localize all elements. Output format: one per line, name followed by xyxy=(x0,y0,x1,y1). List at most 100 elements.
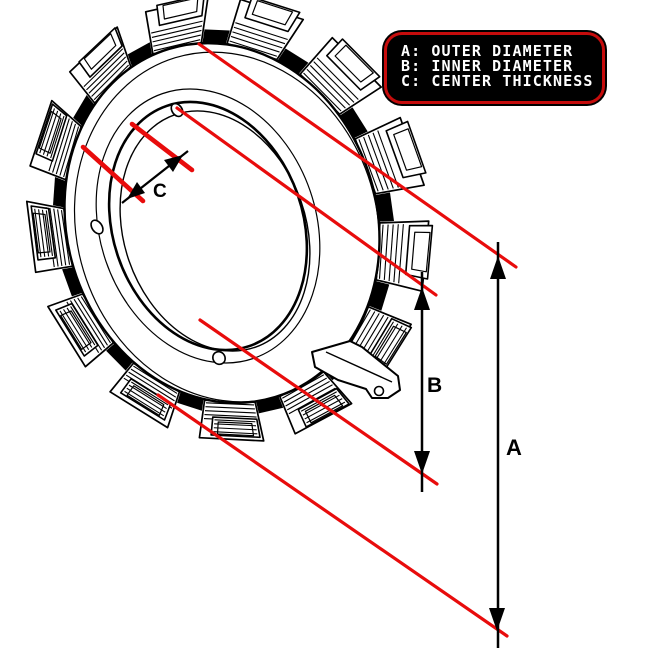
stator-line-art xyxy=(306,68,346,109)
dim-c-label: C xyxy=(153,181,167,202)
stator-line-art xyxy=(367,134,389,190)
stator-line-art xyxy=(38,110,62,154)
stator-line-art xyxy=(235,22,288,41)
stator-line-art xyxy=(251,0,294,26)
dim-a-arrowhead-up xyxy=(490,256,506,279)
dim-a-label: A xyxy=(506,435,522,460)
stator-line-art xyxy=(39,108,55,154)
stator-line-art xyxy=(78,27,123,78)
stator-line-art xyxy=(214,423,257,427)
stator-line-art xyxy=(131,381,169,406)
dim-c-arrowhead-left xyxy=(127,182,145,199)
stator-line-art xyxy=(73,298,106,349)
dimension-labels: A B C xyxy=(153,181,522,460)
stator-line-art xyxy=(378,224,384,279)
stator-line-art xyxy=(162,0,199,20)
dim-a-arrowhead-down xyxy=(489,608,505,631)
stator-line-art xyxy=(53,177,67,208)
dim-b-arrowhead-down xyxy=(414,451,430,474)
stator-line-art xyxy=(128,371,175,402)
stator-line-art xyxy=(393,224,399,283)
stator-line-art xyxy=(304,394,344,424)
stator-line-art xyxy=(288,387,336,415)
stator-line-art xyxy=(316,57,359,100)
inner-diameter-line-top xyxy=(175,106,438,297)
stator-line-art xyxy=(59,123,76,176)
stator-line-art xyxy=(204,414,257,418)
stator-line-art xyxy=(233,26,286,45)
stator-line-art xyxy=(378,325,403,365)
stator-line-art xyxy=(55,121,73,175)
stator-line-art xyxy=(213,427,257,431)
stator-line-art xyxy=(393,128,423,171)
stator-line-art xyxy=(126,385,165,416)
stator-line-art xyxy=(42,110,59,155)
stator-line-art xyxy=(88,56,127,94)
thickness-ext-line-front xyxy=(129,121,195,173)
stator-line-art xyxy=(370,321,394,359)
stator-line-art xyxy=(34,208,42,258)
outer-diameter-line-top xyxy=(197,42,518,269)
stator-line-art xyxy=(339,107,368,139)
stator-line-art xyxy=(59,310,87,353)
stator-line-art xyxy=(46,113,62,157)
stator-line-art xyxy=(374,323,399,362)
stator-line-art xyxy=(377,130,399,188)
stator-line-art xyxy=(216,421,255,437)
dimension-arrows xyxy=(121,150,506,648)
stator-line-art xyxy=(53,208,63,266)
stator-line-art xyxy=(411,231,431,273)
legend-box: A: OUTER DIAMETER B: INNER DIAMETER C: C… xyxy=(384,32,605,104)
stator-line-art xyxy=(202,29,230,45)
dimension-extension-lines xyxy=(80,42,518,638)
stator-line-art xyxy=(70,306,96,346)
stator-line-art xyxy=(128,384,167,410)
stator-line-art xyxy=(383,224,389,280)
stator-illustration xyxy=(25,0,434,442)
stator-line-art xyxy=(90,219,104,235)
stator-line-art xyxy=(156,0,205,27)
stator-line-art xyxy=(63,309,90,351)
stator-line-art xyxy=(153,34,201,47)
stator-line-art xyxy=(277,48,309,75)
stator-line-art xyxy=(213,431,258,435)
stator-line-art xyxy=(304,398,343,420)
legend-line-inner-diameter: B: INNER DIAMETER xyxy=(401,57,574,76)
stator-line-art xyxy=(41,209,50,257)
stator-line-art xyxy=(205,406,255,410)
stator-line-art xyxy=(358,139,379,192)
stator-line-art xyxy=(363,136,384,191)
stator-line-art xyxy=(83,33,117,70)
stator-line-art xyxy=(80,296,111,344)
stator-line-art xyxy=(388,224,394,282)
stator-line-art xyxy=(50,115,65,159)
stator-line-art xyxy=(73,51,381,403)
stator-line-art xyxy=(373,385,385,397)
stator-line-art xyxy=(334,44,374,83)
stator-line-art xyxy=(313,61,355,103)
stator-line-art xyxy=(204,410,256,414)
stator-line-art xyxy=(212,350,226,366)
stator-line-art xyxy=(77,297,108,346)
stator-line-art xyxy=(214,419,256,423)
stator-line-art xyxy=(62,267,83,297)
stator-line-art xyxy=(45,210,54,257)
stator-line-art xyxy=(60,310,92,350)
stator-line-art xyxy=(86,52,125,91)
stator-line-art xyxy=(230,35,280,53)
stator-line-art xyxy=(283,377,328,403)
stator-line-art xyxy=(170,102,184,118)
stator-line-art xyxy=(73,95,95,126)
stator-line-art xyxy=(309,65,351,106)
stator-line-art xyxy=(306,401,346,424)
stator-line-art xyxy=(66,307,93,348)
legend-line-outer-diameter: A: OUTER DIAMETER xyxy=(401,42,574,60)
stator-line-art xyxy=(49,207,59,267)
stator-line-art xyxy=(126,387,166,413)
stator-line-art xyxy=(374,325,407,365)
stator-line-art xyxy=(91,60,128,97)
stator-line-art xyxy=(177,391,204,411)
stator-line-art xyxy=(52,118,70,173)
